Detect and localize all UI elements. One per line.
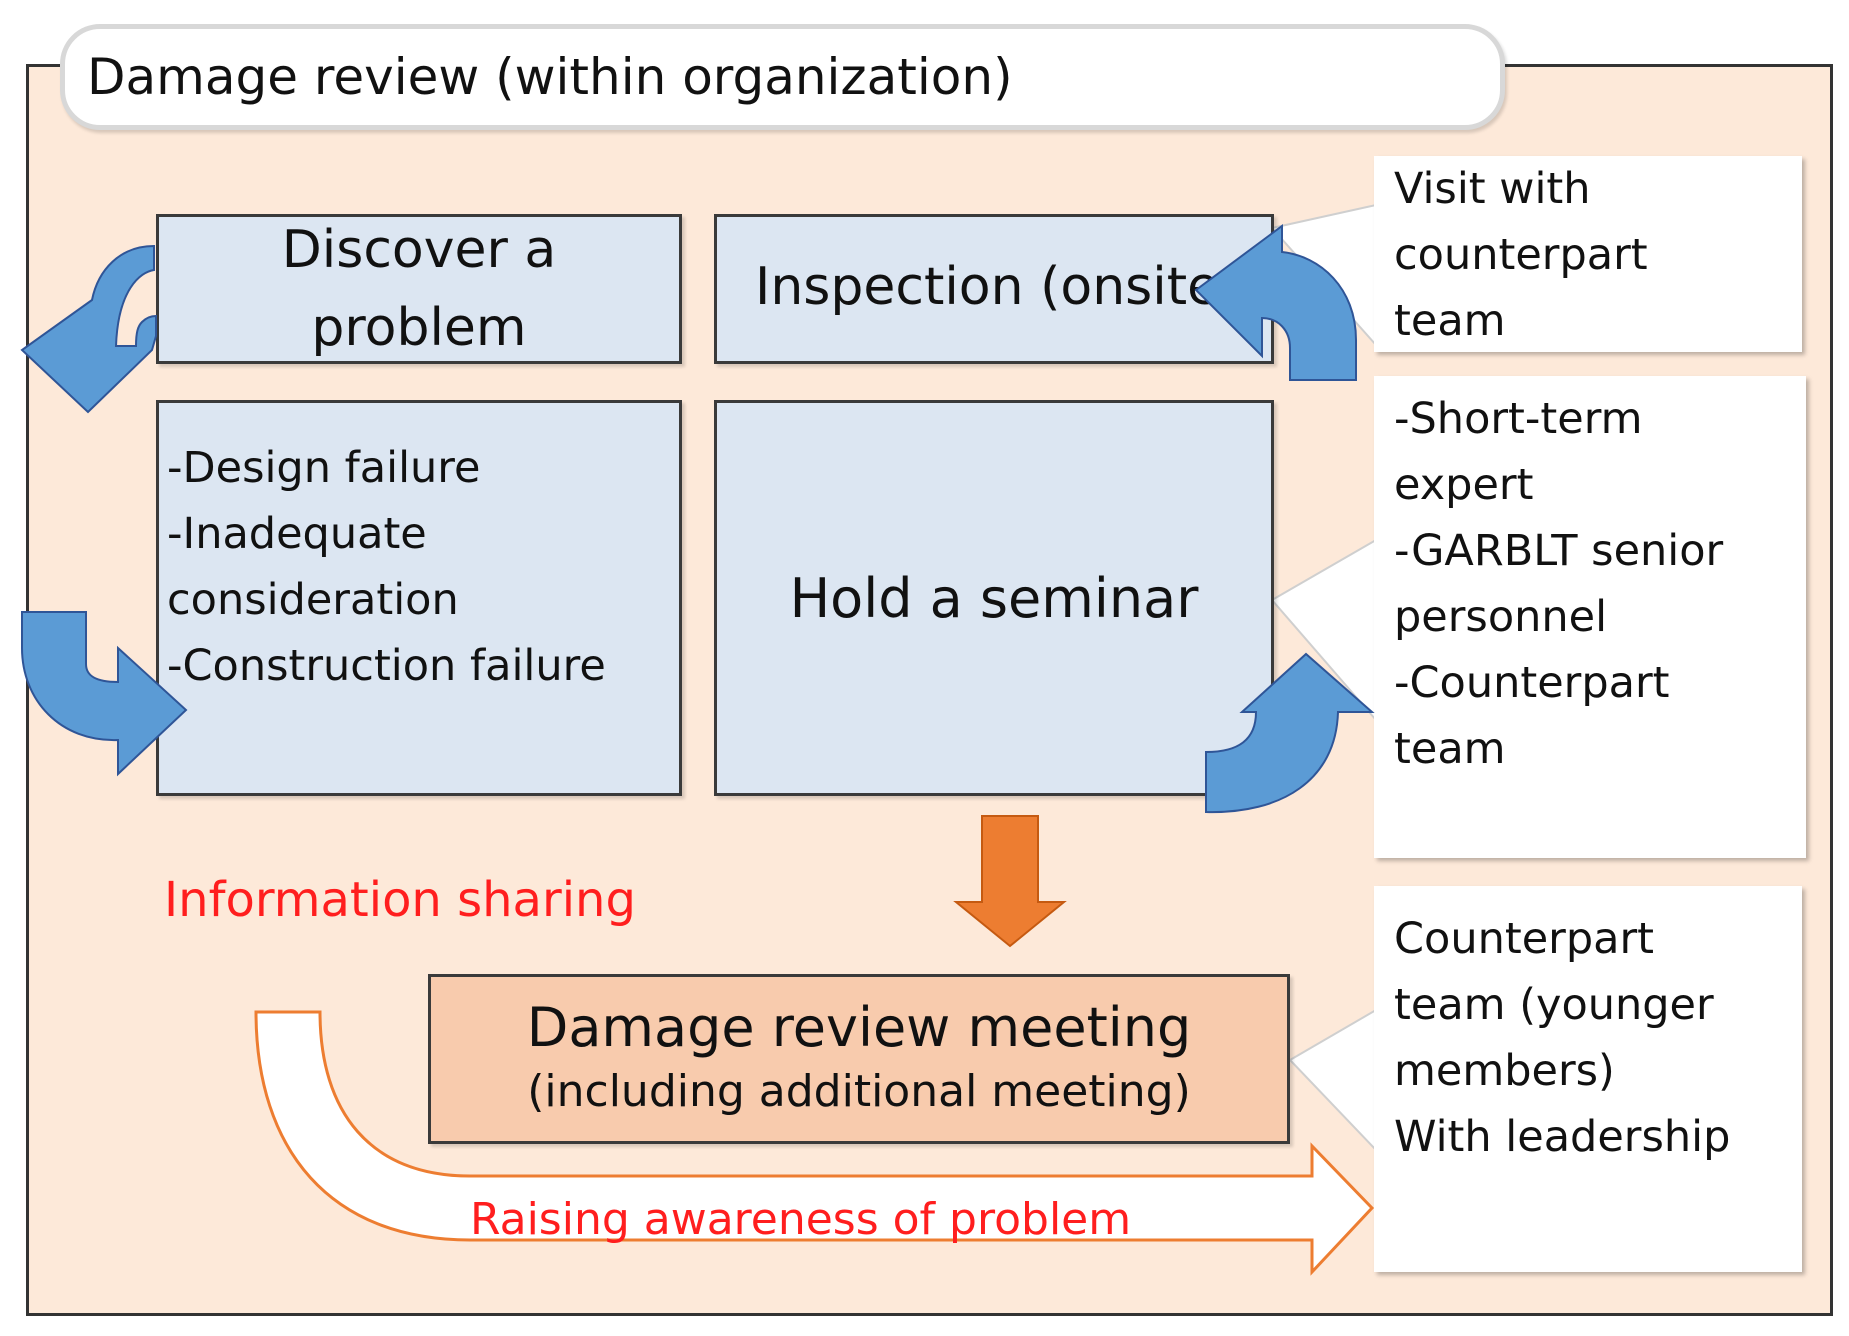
damage-review-meeting-box: Damage review meeting (including additio… (428, 974, 1290, 1144)
blue-curved-arrow-icon (20, 244, 157, 414)
callout-line: -GARBLT senior (1394, 526, 1724, 576)
callout-line: -Counterpart (1394, 658, 1670, 708)
callout-line: Visit with (1394, 164, 1591, 214)
failure-item: -Construction failure (167, 641, 606, 691)
seminar-label: Hold a seminar (789, 566, 1199, 630)
failure-item: -Design failure (167, 443, 481, 493)
discover-problem-label: Discover a problem (281, 220, 557, 358)
callout-line: team (younger (1394, 980, 1714, 1030)
participants-callout: -Short-term expert -GARBLT senior person… (1374, 376, 1806, 858)
failure-item: -Inadequate (167, 509, 427, 559)
visit-callout: Visit with counterpart team (1374, 156, 1802, 352)
information-sharing-label: Information sharing (164, 872, 636, 928)
callout-line: personnel (1394, 592, 1608, 642)
orange-down-arrow-icon (953, 815, 1067, 948)
callout-line: Counterpart (1394, 914, 1655, 964)
blue-curved-arrow-icon (1205, 652, 1375, 814)
seminar-box: Hold a seminar (714, 400, 1274, 796)
diagram-title-text: Damage review (within organization) (87, 48, 1013, 106)
blue-curved-arrow-icon (1194, 224, 1357, 381)
callout-line: expert (1394, 460, 1534, 510)
meeting-title: Damage review meeting (526, 996, 1192, 1059)
callout-line: -Short-term (1394, 394, 1643, 444)
callout-line: counterpart (1394, 230, 1648, 280)
failure-item: consideration (167, 575, 459, 625)
blue-curved-arrow-icon (21, 611, 188, 777)
callout-line: With leadership (1394, 1112, 1731, 1162)
meeting-subtitle: (including additional meeting) (527, 1066, 1191, 1117)
inspection-box: Inspection (onsite (714, 214, 1274, 364)
callout-line: team (1394, 296, 1506, 346)
discover-problem-box: Discover a problem (156, 214, 682, 364)
white-curved-arrow-icon (254, 1010, 1375, 1276)
callout-line: team (1394, 724, 1506, 774)
callout-line: members) (1394, 1046, 1615, 1096)
diagram-title: Damage review (within organization) (60, 24, 1505, 130)
raising-awareness-label: Raising awareness of problem (470, 1194, 1132, 1245)
failure-types-box: -Design failure -Inadequate consideratio… (156, 400, 682, 796)
younger-members-callout: Counterpart team (younger members) With … (1374, 886, 1802, 1272)
inspection-label: Inspection (onsite (755, 257, 1220, 317)
